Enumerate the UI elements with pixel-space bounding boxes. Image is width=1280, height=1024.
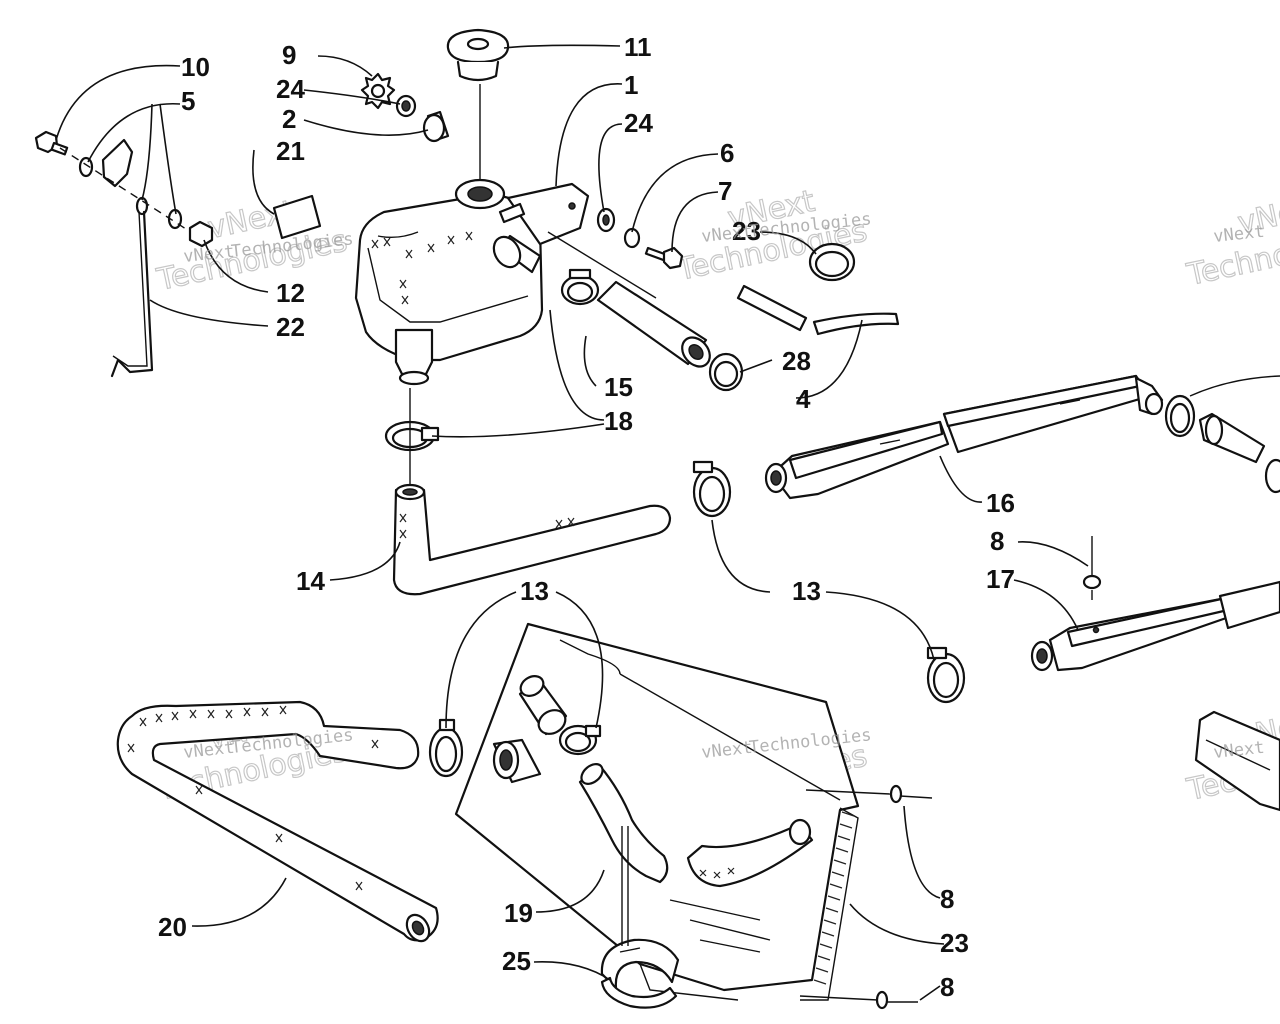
callout-11: 11 bbox=[624, 32, 652, 62]
callout-15: 15 bbox=[604, 372, 633, 402]
callout-24-right: 24 bbox=[624, 108, 653, 138]
grommet-9 bbox=[360, 72, 396, 110]
callout-9: 9 bbox=[282, 40, 296, 70]
bolt-10 bbox=[34, 130, 69, 156]
clamp-25 bbox=[600, 938, 680, 1009]
clamp-23 bbox=[808, 242, 856, 282]
heat-exchanger-17 bbox=[1030, 580, 1280, 672]
bushing-2 bbox=[422, 110, 450, 143]
hose-14 bbox=[392, 483, 672, 596]
bracket-plate bbox=[101, 138, 134, 188]
callout-18: 18 bbox=[604, 406, 633, 436]
washer-24 bbox=[395, 94, 417, 118]
callout-6: 6 bbox=[720, 138, 734, 168]
callout-5: 5 bbox=[181, 86, 195, 116]
washer-24-right bbox=[596, 207, 616, 233]
callout-16: 16 bbox=[986, 488, 1015, 518]
callout-25: 25 bbox=[502, 946, 531, 976]
decal-21 bbox=[272, 194, 322, 240]
clamp-13-panel bbox=[558, 724, 602, 756]
clamp-18-lower bbox=[384, 420, 440, 452]
callout-21: 21 bbox=[276, 136, 305, 166]
callout-19: 19 bbox=[504, 898, 533, 928]
washer-5b bbox=[135, 196, 149, 216]
clamp-right-upper bbox=[1164, 375, 1280, 494]
rivet-8-upper bbox=[1082, 536, 1102, 600]
callout-28: 28 bbox=[782, 346, 811, 376]
callout-24-left: 24 bbox=[276, 74, 305, 104]
fitting-lower bbox=[492, 738, 542, 784]
nut-12 bbox=[188, 220, 214, 248]
rod-22 bbox=[110, 210, 154, 378]
callout-22: 22 bbox=[276, 312, 305, 342]
radiator-cap-11 bbox=[446, 28, 510, 82]
rivet-8-lower bbox=[875, 990, 918, 1010]
callout-2: 2 bbox=[282, 104, 296, 134]
callout-14: 14 bbox=[296, 566, 325, 596]
bolt-7 bbox=[644, 246, 684, 270]
clamp-13-right bbox=[926, 646, 966, 704]
hose-15 bbox=[596, 280, 711, 368]
callout-23-bottom: 23 bbox=[940, 928, 969, 958]
rivet-8-mid bbox=[889, 784, 933, 804]
clamp-28 bbox=[708, 352, 744, 392]
heat-exchanger-16 bbox=[764, 374, 1164, 500]
callout-13-left: 13 bbox=[520, 576, 549, 606]
callout-8-lower: 8 bbox=[940, 972, 954, 1002]
fitting-upper bbox=[518, 675, 568, 736]
leader-lines bbox=[55, 44, 1089, 1001]
hose-19 bbox=[578, 763, 669, 884]
hose-20 bbox=[116, 700, 439, 943]
watermark-small: vNext Technologies vNext Technologies vN… bbox=[182, 209, 1265, 763]
callout-8-mid: 8 bbox=[940, 884, 954, 914]
coolant-tank bbox=[354, 178, 590, 386]
callout-7: 7 bbox=[718, 176, 732, 206]
callout-23-top: 23 bbox=[732, 216, 761, 246]
callout-13-right: 13 bbox=[792, 576, 821, 606]
callout-10: 10 bbox=[181, 52, 210, 82]
washer-5a bbox=[78, 156, 94, 178]
callout-17: 17 bbox=[986, 564, 1015, 594]
clamp-13-mid bbox=[692, 460, 732, 518]
callout-8-upper: 8 bbox=[990, 526, 1004, 556]
bracket-far-right bbox=[1194, 710, 1280, 812]
callout-1: 1 bbox=[624, 70, 638, 100]
clamp-13-left bbox=[428, 718, 464, 778]
callout-20: 20 bbox=[158, 912, 187, 942]
callout-12: 12 bbox=[276, 278, 305, 308]
hose-short bbox=[686, 818, 814, 888]
overflow-hose-4 bbox=[736, 284, 900, 336]
clamp-18-upper bbox=[560, 268, 600, 306]
callout-4: 4 bbox=[796, 384, 811, 414]
